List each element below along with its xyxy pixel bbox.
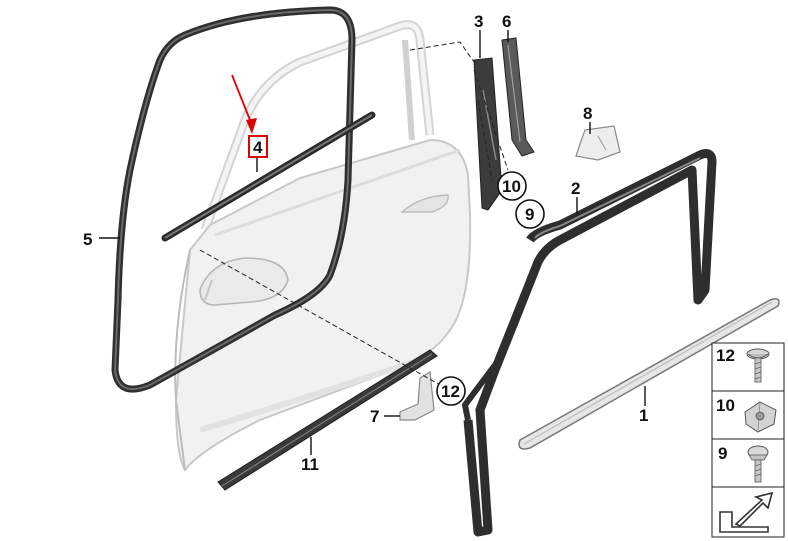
callouts: 3 6 8 2 5 1 11 7 4 10 9 12 xyxy=(83,12,648,474)
arrow-symbol-icon xyxy=(719,491,774,533)
callout-12-circle xyxy=(436,376,466,406)
callout-6: 6 xyxy=(502,12,511,31)
bracket xyxy=(575,125,621,161)
callout-11: 11 xyxy=(301,455,319,474)
callout-7: 7 xyxy=(370,407,379,426)
callout-9: 9 xyxy=(525,205,534,224)
window-frame-seal xyxy=(461,149,717,537)
pillar-strip xyxy=(501,37,535,157)
clip-nut-icon xyxy=(744,401,777,433)
callout-5: 5 xyxy=(83,230,92,249)
callout-10: 10 xyxy=(502,177,521,196)
panel-label-9: 9 xyxy=(718,444,727,463)
panel-label-10: 10 xyxy=(716,396,735,415)
callout-12: 12 xyxy=(441,382,460,401)
callout-8: 8 xyxy=(583,104,592,123)
callout-10-circle xyxy=(497,171,527,201)
callout-4: 4 xyxy=(253,138,263,157)
callout-1: 1 xyxy=(639,406,648,425)
callout-3: 3 xyxy=(474,12,483,31)
door-seal-loop xyxy=(111,6,356,393)
callout-2: 2 xyxy=(571,179,580,198)
highlight-arrow xyxy=(231,74,257,134)
callout-4-highlight-box xyxy=(248,135,268,158)
door-shell xyxy=(174,20,472,472)
reference-lines xyxy=(199,41,509,387)
belt-moulding xyxy=(518,298,780,450)
panel-label-12: 12 xyxy=(716,346,735,365)
leader-lines xyxy=(99,30,646,455)
panel-row-9 xyxy=(711,438,785,488)
lower-bracket xyxy=(399,371,435,421)
sill-seal xyxy=(217,349,438,491)
screw-round-head-icon xyxy=(747,445,769,483)
fastener-panel: 12 10 9 xyxy=(711,342,785,538)
screw-flat-head-icon xyxy=(746,348,770,383)
callout-9-circle xyxy=(515,199,545,229)
window-channel-strip xyxy=(161,111,376,242)
